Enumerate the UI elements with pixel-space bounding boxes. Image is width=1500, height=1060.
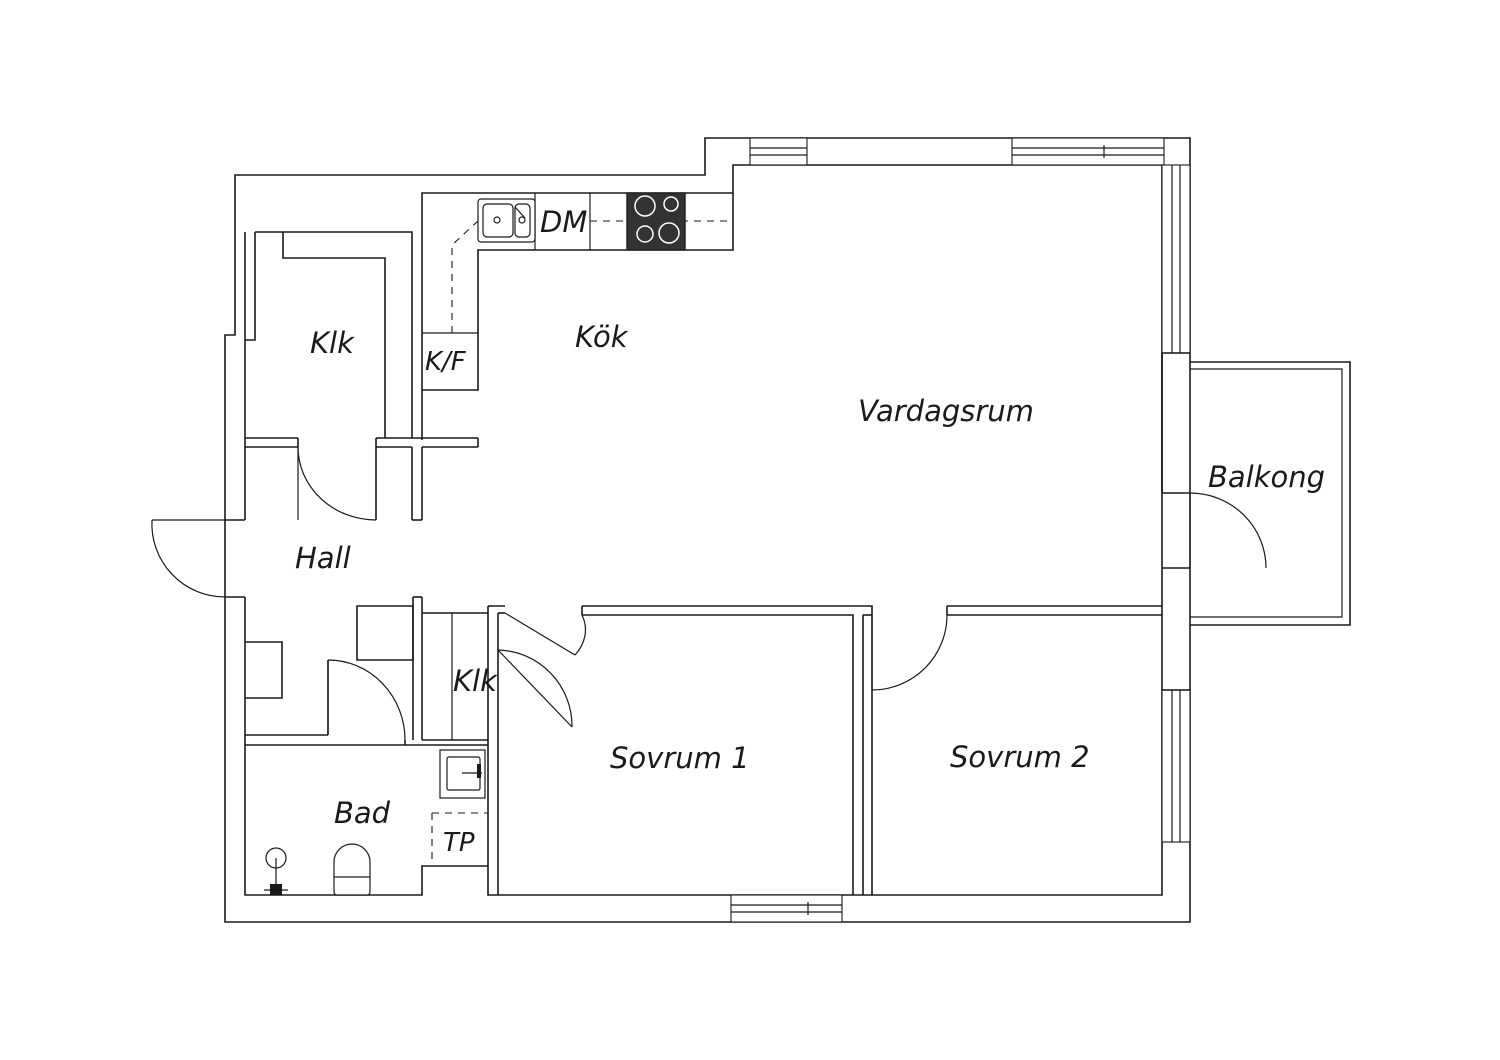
room-label-sovrum2: Sovrum 2 (950, 740, 1090, 774)
interior-walls (225, 231, 1162, 895)
shower-icon (264, 847, 288, 895)
washbasin-icon (439, 749, 486, 799)
room-label-klk-top: Klk (310, 326, 355, 360)
room-label-bad: Bad (334, 796, 391, 830)
room-label-kok: Kök (575, 320, 629, 354)
room-label-sovrum1: Sovrum 1 (610, 741, 750, 775)
doors (151, 446, 1267, 741)
dryer-cabinet-tp (431, 812, 488, 860)
room-label-hall: Hall (295, 541, 351, 575)
toilet-icon (333, 843, 371, 896)
kitchen-sink-icon (477, 198, 536, 243)
room-label-dm: DM (540, 205, 587, 239)
windows (730, 137, 1191, 923)
room-label-klk-bottom: Klk (453, 664, 498, 698)
room-label-kf: K/F (425, 347, 467, 377)
balcony (1161, 352, 1351, 691)
room-label-vardagsrum: Vardagsrum (858, 394, 1034, 428)
room-label-balkong: Balkong (1208, 460, 1325, 494)
stove-icon (626, 192, 686, 251)
room-label-tp: TP (443, 828, 475, 858)
